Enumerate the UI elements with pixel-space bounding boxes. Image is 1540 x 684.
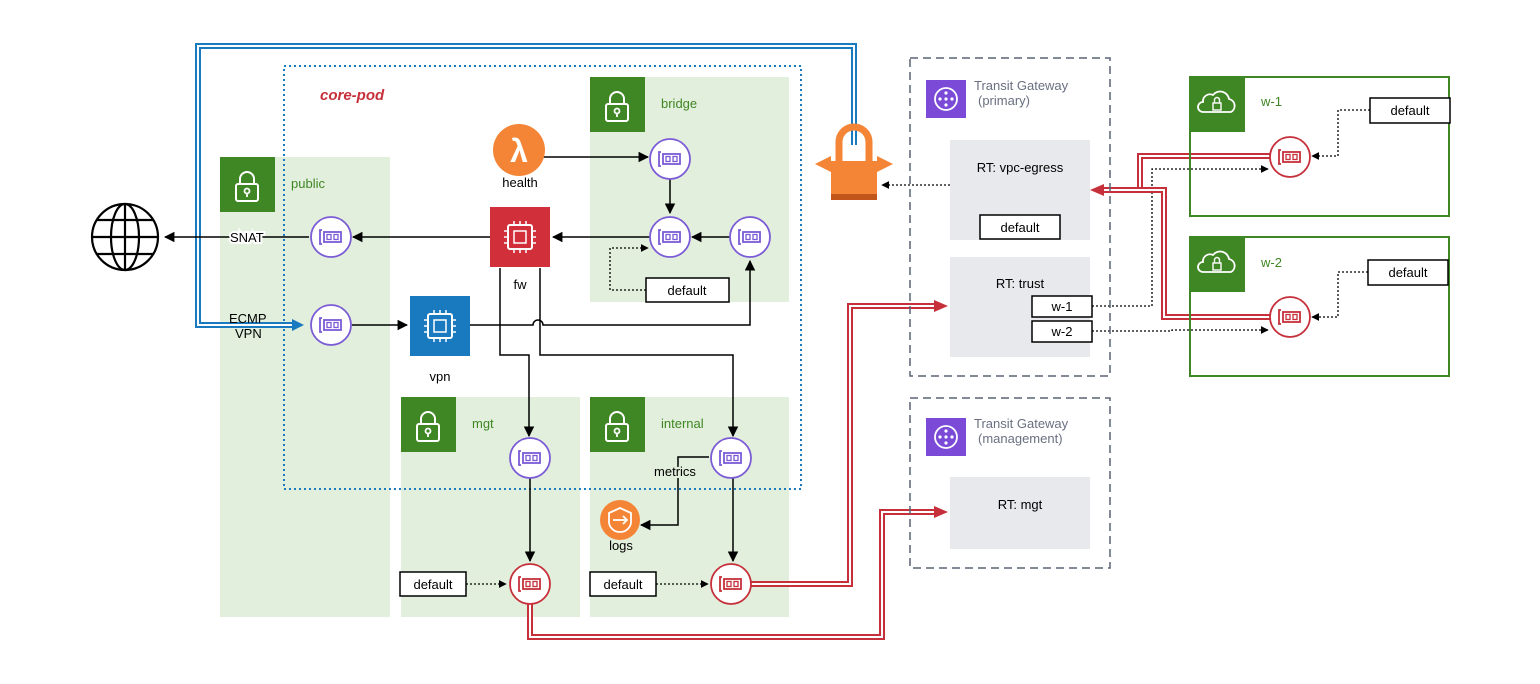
eni-w2-tgw bbox=[1269, 296, 1311, 338]
firewall-instance-icon bbox=[490, 207, 550, 267]
workload-vpc-w2: w-2 default bbox=[1189, 236, 1450, 377]
health-label: health bbox=[502, 175, 537, 190]
rt-vpc-egress-label: RT: vpc-egress bbox=[977, 160, 1064, 175]
fw-label: fw bbox=[514, 277, 528, 292]
eni-w1-tgw bbox=[1269, 136, 1311, 178]
eni-internal-tgw bbox=[710, 563, 752, 605]
globe-icon bbox=[90, 202, 160, 272]
ecmp-label: ECMP bbox=[229, 311, 267, 326]
subnet-mgt-label: mgt bbox=[472, 416, 494, 431]
tgw-mgmt-name: Transit Gateway bbox=[974, 416, 1069, 431]
vpn-tunnel-path bbox=[195, 43, 857, 331]
subnet-public: public bbox=[220, 157, 390, 617]
svg-text:λ: λ bbox=[510, 133, 528, 169]
rt-vpc-egress-default-label: default bbox=[1000, 220, 1039, 235]
metrics-label: metrics bbox=[654, 464, 696, 479]
workload-vpc-w1: w-1 default bbox=[1189, 76, 1451, 217]
eni-mgt bbox=[509, 437, 551, 479]
arrowhead bbox=[934, 506, 948, 518]
subnet-bridge: bridge bbox=[590, 77, 789, 302]
eni-public-snat bbox=[310, 216, 352, 258]
tgw-mgmt-sub: (management) bbox=[978, 431, 1063, 446]
rt-trust-w2 bbox=[1031, 320, 1093, 343]
rt-mgt bbox=[950, 477, 1090, 549]
eni-public-vpn bbox=[310, 304, 352, 346]
tgw-primary-group: Transit Gateway (primary) RT: vpc-egress… bbox=[909, 57, 1111, 377]
internal-default-route: default bbox=[589, 571, 657, 597]
logs-icon bbox=[600, 500, 640, 540]
vpn-instance-icon bbox=[410, 296, 470, 356]
rt-trust-w2-label: w-2 bbox=[1051, 324, 1073, 339]
rt-mgt-label: RT: mgt bbox=[998, 497, 1043, 512]
mgt-default-route: default bbox=[399, 571, 467, 597]
subnet-public-label: public bbox=[291, 176, 325, 191]
rt-trust-label: RT: trust bbox=[996, 276, 1045, 291]
w1-default-label: default bbox=[1390, 103, 1429, 118]
w1-label: w-1 bbox=[1260, 94, 1282, 109]
svg-text:default: default bbox=[413, 577, 452, 592]
w2-label: w-2 bbox=[1260, 255, 1282, 270]
vpn-edge-label: VPN bbox=[235, 326, 262, 341]
traffic-arrows bbox=[163, 151, 756, 563]
tgw-mgmt-group: Transit Gateway (management) RT: mgt bbox=[909, 397, 1111, 569]
w1-default-route bbox=[1369, 97, 1451, 124]
svg-text:default: default bbox=[603, 577, 642, 592]
logs-label: logs bbox=[609, 538, 633, 553]
rt-trust-w1-label: w-1 bbox=[1051, 299, 1073, 314]
tgw-primary-name: Transit Gateway bbox=[974, 78, 1069, 93]
lambda-icon: λ bbox=[493, 124, 545, 176]
arrowhead bbox=[1090, 184, 1104, 196]
eni-bridge-top bbox=[649, 138, 691, 180]
eni-mgt-tgw bbox=[509, 563, 551, 605]
snat-label: SNAT bbox=[230, 230, 264, 245]
eni-bridge-right bbox=[729, 216, 771, 258]
tgw-primary-sub: (primary) bbox=[978, 93, 1030, 108]
internet-gateway-icon bbox=[815, 123, 893, 200]
core-pod-title: core-pod bbox=[320, 87, 385, 104]
bridge-default-route: default bbox=[645, 277, 730, 303]
w2-default-label: default bbox=[1388, 265, 1427, 280]
subnet-internal-label: internal bbox=[661, 416, 704, 431]
w2-default-route bbox=[1367, 259, 1449, 286]
eni-bridge-mid bbox=[649, 216, 691, 258]
rt-trust-w1 bbox=[1031, 295, 1093, 318]
vpn-label: vpn bbox=[430, 369, 451, 384]
subnet-bridge-label: bridge bbox=[661, 96, 697, 111]
arrowhead bbox=[934, 300, 948, 312]
svg-text:default: default bbox=[667, 283, 706, 298]
tgw-attachment-links bbox=[527, 153, 1272, 640]
rt-vpc-egress-default bbox=[979, 214, 1061, 240]
eni-internal bbox=[710, 437, 752, 479]
